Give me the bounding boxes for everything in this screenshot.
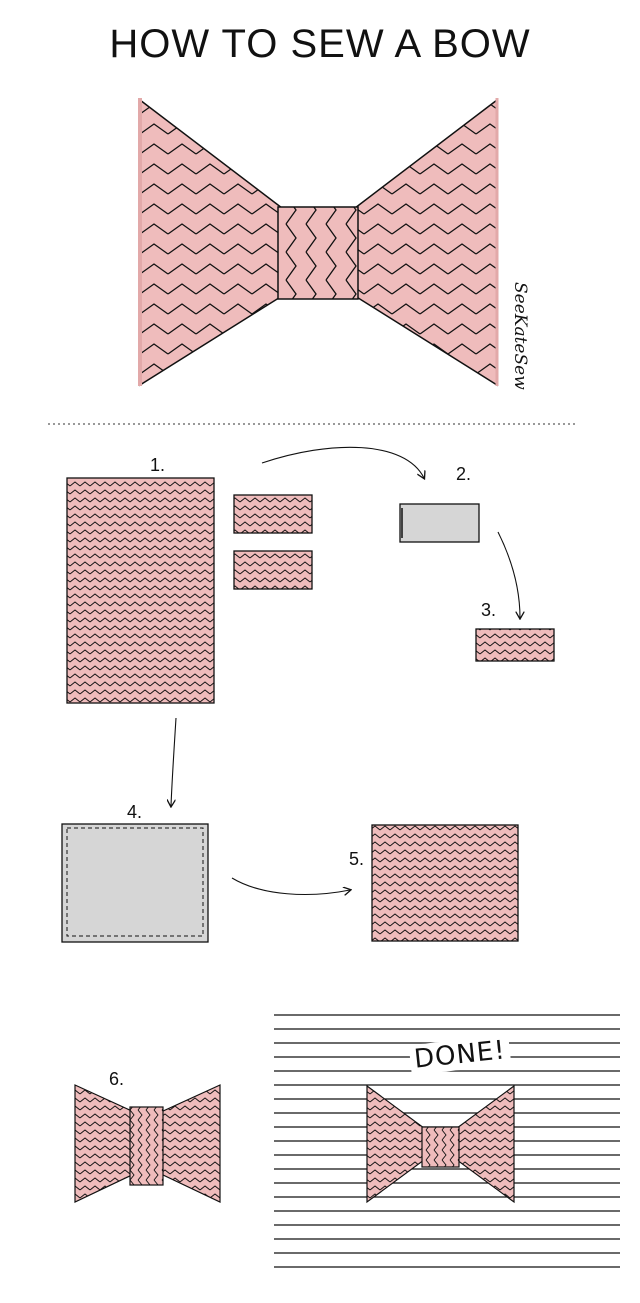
done-bow <box>366 1084 515 1204</box>
step2-folded-strip <box>399 503 480 543</box>
step-4-label: 4. <box>127 802 143 822</box>
arrow-4-to-5 <box>231 877 350 894</box>
step1-large-fabric <box>66 477 215 704</box>
step1-strip-top <box>233 494 313 534</box>
bow-center-band <box>277 206 359 300</box>
step-1-label: 1. <box>150 455 166 475</box>
step-3-label: 3. <box>481 600 497 620</box>
step3-turned-strip <box>475 628 555 662</box>
arrow-1-to-4 <box>171 717 177 806</box>
step1-strip-bottom <box>233 550 313 590</box>
page-title: HOW TO SEW A BOW <box>109 22 531 66</box>
step-2-label: 2. <box>456 464 472 484</box>
hero-bow <box>138 98 499 387</box>
svg-text:SeeKateSew: SeeKateSew <box>510 282 530 390</box>
step-6-label: 6. <box>109 1069 125 1089</box>
step4-folded-fabric <box>61 823 209 943</box>
step5-turned-fabric <box>371 824 519 942</box>
step-5-label: 5. <box>349 849 365 869</box>
step6-small-bow <box>74 1084 221 1203</box>
arrow-1-to-2 <box>261 446 424 478</box>
arrow-2-to-3 <box>497 531 520 618</box>
step4-stitch-line <box>66 827 204 937</box>
